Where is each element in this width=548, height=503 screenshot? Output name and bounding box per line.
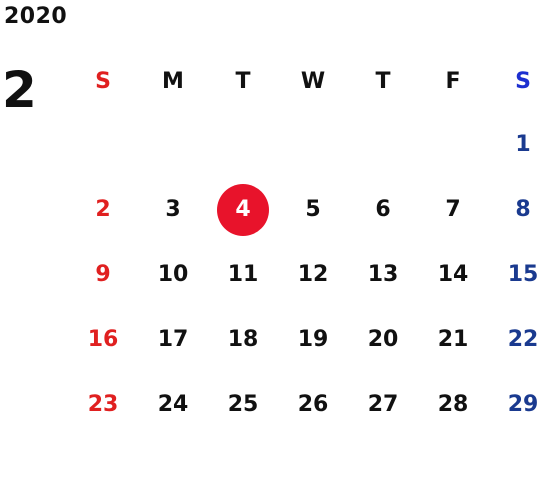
day-cell[interactable]: 17 <box>157 327 189 352</box>
day-cell-empty <box>208 112 278 177</box>
month-number: 2 <box>2 61 37 119</box>
weekday-header-mon: M <box>162 68 184 94</box>
day-cell[interactable]: 1 <box>515 132 531 157</box>
day-cell[interactable]: 28 <box>437 392 469 417</box>
weekday-header-sun: S <box>95 68 111 94</box>
weekday-header-tue: T <box>235 68 251 94</box>
weekday-header-fri: F <box>445 68 461 94</box>
today-highlight: 4 <box>217 183 269 236</box>
day-cell[interactable]: 22 <box>507 327 539 352</box>
day-cell[interactable]: 7 <box>445 197 461 222</box>
day-cell[interactable]: 10 <box>157 262 189 287</box>
day-cell[interactable]: 3 <box>165 197 181 222</box>
day-cell[interactable]: 8 <box>515 197 531 222</box>
day-cell[interactable]: 11 <box>227 262 259 287</box>
weekday-header-sat: S <box>515 68 531 94</box>
day-cell[interactable]: 25 <box>227 392 259 417</box>
day-cell[interactable]: 21 <box>437 327 469 352</box>
weekday-header-wed: W <box>300 68 326 94</box>
day-cell-today[interactable]: 4 <box>208 177 278 242</box>
day-cell[interactable]: 23 <box>87 392 119 417</box>
day-cell-empty <box>138 112 208 177</box>
day-cell-empty <box>348 112 418 177</box>
day-cell[interactable]: 6 <box>375 197 391 222</box>
day-cell[interactable]: 5 <box>305 197 321 222</box>
day-cell[interactable]: 13 <box>367 262 399 287</box>
day-cell[interactable]: 16 <box>87 327 119 352</box>
weekday-header-thu: T <box>375 68 391 94</box>
day-cell-empty <box>68 112 138 177</box>
day-cell[interactable]: 29 <box>507 392 539 417</box>
calendar-grid: S M T W T F S 1 2 3 4 5 6 7 8 9 10 11 12… <box>68 50 548 437</box>
day-cell[interactable]: 18 <box>227 327 259 352</box>
day-cell[interactable]: 20 <box>367 327 399 352</box>
day-cell[interactable]: 15 <box>507 262 539 287</box>
day-cell[interactable]: 9 <box>95 262 111 287</box>
day-cell[interactable]: 27 <box>367 392 399 417</box>
day-cell[interactable]: 19 <box>297 327 329 352</box>
day-cell[interactable]: 26 <box>297 392 329 417</box>
day-cell[interactable]: 14 <box>437 262 469 287</box>
day-cell[interactable]: 24 <box>157 392 189 417</box>
day-cell[interactable]: 12 <box>297 262 329 287</box>
year-label: 2020 <box>4 4 68 29</box>
day-cell[interactable]: 2 <box>95 197 111 222</box>
day-cell-empty <box>418 112 488 177</box>
day-cell-empty <box>278 112 348 177</box>
